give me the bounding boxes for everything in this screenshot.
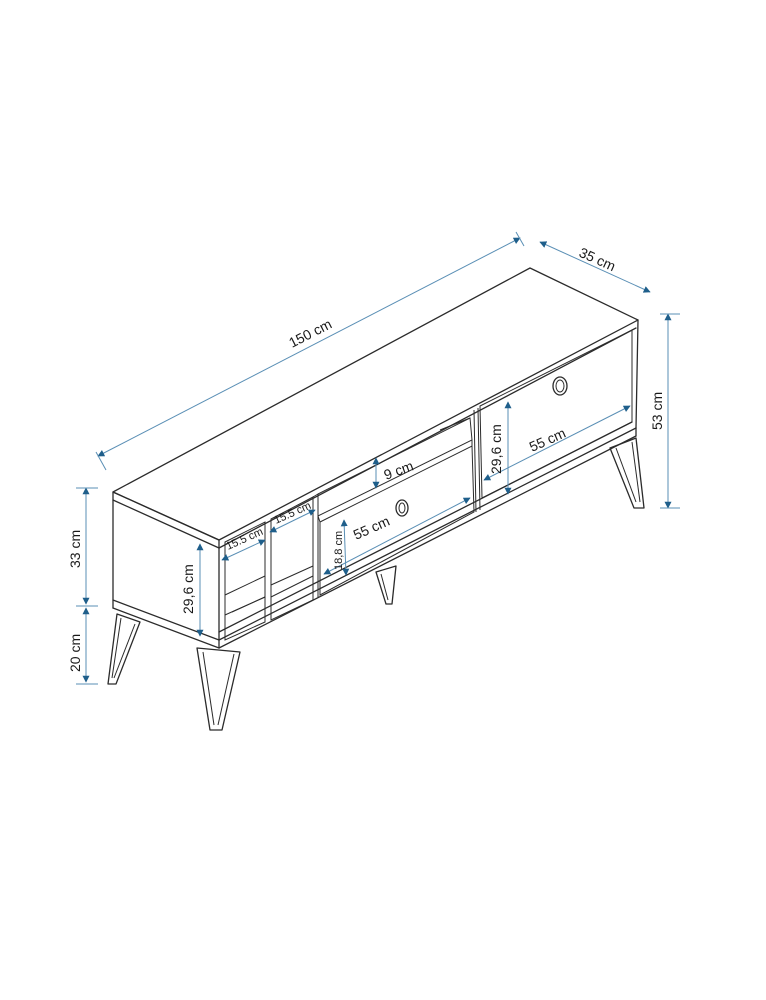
tv-unit-outline (107, 267, 645, 731)
width-label: 150 cm (286, 316, 334, 351)
body-height-label: 33 cm (67, 530, 83, 568)
dimension-lines (76, 231, 680, 685)
top-surface (112, 267, 639, 541)
right-door-front (479, 329, 633, 499)
right-door-width-label: 55 cm (527, 425, 568, 455)
leg-front-right (609, 437, 645, 509)
drawer-handle-icon (395, 499, 409, 517)
open-shelf-1 (224, 521, 266, 641)
door-handle-icon (552, 376, 568, 396)
leg-front-left (196, 647, 241, 731)
drawer-width-label: 55 cm (351, 513, 392, 543)
depth-label: 35 cm (577, 244, 618, 274)
leg-front-middle (375, 565, 397, 605)
left-open-height-label: 29,6 cm (180, 564, 196, 614)
shelf-width-2-label: 15.5 cm (272, 500, 313, 527)
shelf-width-1-label: 15.5 cm (224, 526, 265, 553)
leg-height-label: 20 cm (67, 634, 83, 672)
drawer-front (319, 445, 475, 596)
leg-back-left (107, 613, 141, 685)
open-shelf-2 (270, 496, 314, 621)
total-height-label: 53 cm (649, 392, 665, 430)
drawer-height-label: 18,8 cm (333, 531, 345, 570)
right-door-height-label: 29,6 cm (488, 424, 504, 474)
top-shelf-height-label: 9 cm (382, 457, 416, 482)
dimension-labels: 150 cm 35 cm 53 cm 33 cm 20 cm 29,6 cm 1… (67, 244, 665, 672)
